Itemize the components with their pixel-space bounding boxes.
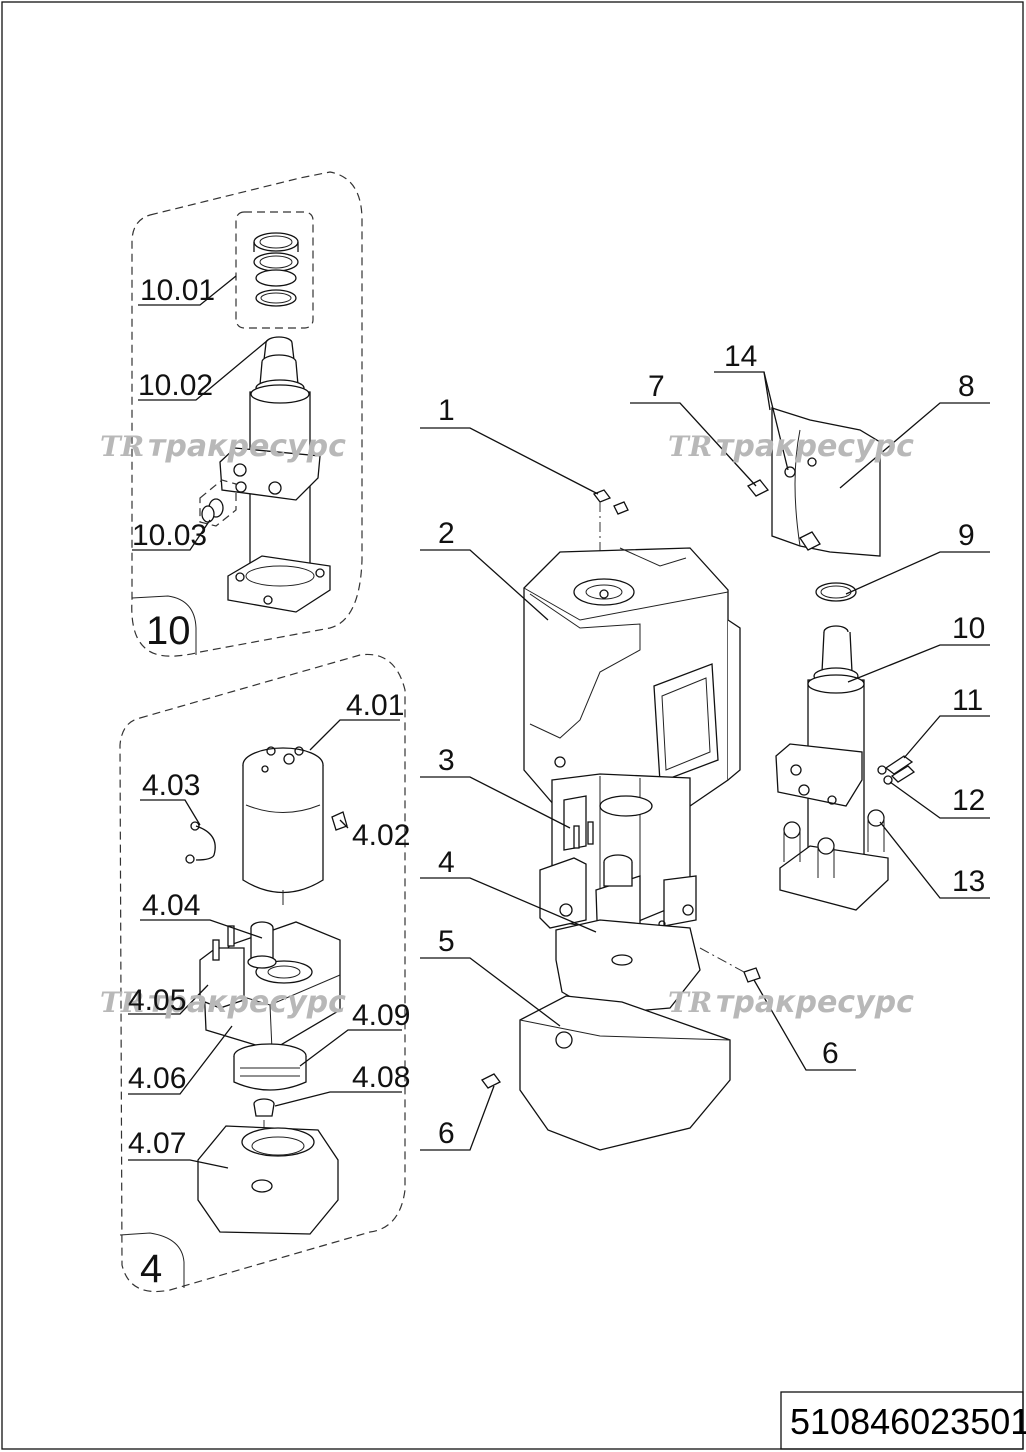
watermark-mid-right: TR тракресурс	[668, 985, 914, 1020]
callout-10-02: 10.02	[138, 369, 213, 402]
main-assembly	[420, 371, 990, 1151]
watermark-text: тракресурс	[716, 985, 914, 1020]
callout-4-06: 4.06	[128, 1062, 186, 1095]
callout-4-03: 4.03	[142, 769, 200, 802]
callout-3: 3	[438, 744, 455, 777]
watermark-text: тракресурс	[148, 985, 346, 1020]
callout-4: 4	[438, 846, 455, 879]
callout-13: 13	[952, 865, 985, 898]
callout-2: 2	[438, 517, 455, 550]
callout-4-02: 4.02	[352, 819, 410, 852]
callout-4-08: 4.08	[352, 1061, 410, 1094]
callout-12: 12	[952, 784, 985, 817]
callout-1: 1	[438, 394, 455, 427]
callout-7: 7	[648, 370, 665, 403]
watermark-mid-left: TR тракресурс	[100, 985, 346, 1020]
detail-group-4	[119, 653, 406, 1293]
watermark-text: тракресурс	[148, 429, 346, 464]
drawing-number: 510846023501	[790, 1401, 1026, 1442]
callout-4-05: 4.05	[128, 984, 186, 1017]
watermark-logo: TR	[100, 430, 144, 463]
watermark-top-left: TR тракресурс	[100, 429, 346, 464]
callout-8: 8	[958, 370, 975, 403]
callout-4-01: 4.01	[346, 689, 404, 722]
drawing-number-box: 510846023501	[780, 1391, 1026, 1450]
callout-6-left: 6	[438, 1117, 455, 1150]
callout-5: 5	[438, 925, 455, 958]
callout-11: 11	[952, 684, 983, 717]
watermark-text: тракресурс	[716, 429, 914, 464]
detail-group-10	[131, 171, 363, 657]
group-label-4: 4	[140, 1247, 162, 1291]
watermark-logo: TR	[668, 986, 712, 1019]
callout-10-03: 10.03	[132, 519, 207, 552]
watermark-logo: TR	[668, 430, 712, 463]
group-label-10: 10	[146, 609, 191, 653]
callout-14: 14	[724, 340, 757, 373]
callout-4-07: 4.07	[128, 1127, 186, 1160]
watermark-top-right: TR тракресурс	[668, 429, 914, 464]
callout-6-right: 6	[822, 1037, 839, 1070]
watermark-logo: TR	[100, 986, 144, 1019]
callout-10-01: 10.01	[140, 274, 215, 307]
callout-10: 10	[952, 612, 985, 645]
callout-4-04: 4.04	[142, 889, 200, 922]
callout-4-09: 4.09	[352, 999, 410, 1032]
callout-9: 9	[958, 519, 975, 552]
